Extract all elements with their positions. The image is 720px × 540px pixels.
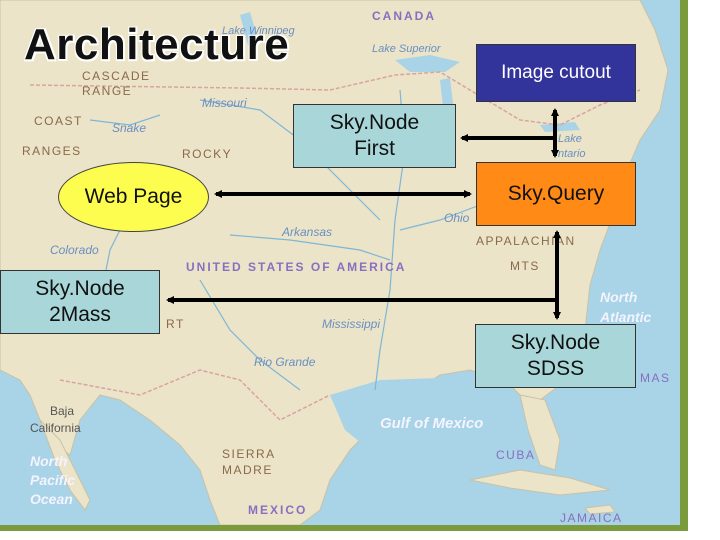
label-snake: Snake	[112, 121, 146, 135]
label-rio-grande: Rio Grande	[254, 355, 316, 369]
label-pacific-2: Pacific	[30, 472, 75, 488]
gulf-of-mexico	[330, 378, 528, 460]
map-labels: CANADA Lake Winnipeg Lake Superior CASCA…	[22, 9, 671, 525]
ohio-river	[399, 204, 481, 231]
label-lake-superior: Lake Superior	[372, 43, 442, 55]
web-page-label: Web Page	[84, 185, 183, 208]
label-north: North	[600, 289, 637, 305]
web-page-node: Web Page	[58, 162, 209, 232]
label-atlantic: Atlantic	[599, 309, 652, 325]
jamaica	[584, 504, 616, 515]
label-ontario: ntario	[558, 148, 586, 160]
label-california: California	[30, 421, 81, 435]
skynode-2mass-label: Sky.Node 2Mass	[35, 277, 125, 326]
label-jamaica: JAMAICA	[560, 511, 623, 525]
lake-winnipeg	[240, 12, 258, 45]
rio-grande	[199, 279, 301, 391]
label-usa: UNITED STATES OF AMERICA	[186, 260, 406, 274]
label-rt: RT	[166, 317, 185, 331]
label-ohio: Ohio	[444, 211, 470, 225]
label-baja: Baja	[50, 404, 74, 418]
slide-title: Architecture	[24, 20, 290, 69]
cuba	[469, 469, 611, 496]
label-mts: MTS	[510, 259, 540, 273]
label-coast: COAST	[34, 114, 83, 128]
arkansas-river	[229, 234, 391, 261]
label-range: RANGE	[82, 84, 132, 98]
label-appalachian: APPALACHIAN	[476, 234, 576, 248]
label-rocky: ROCKY	[182, 147, 232, 161]
label-cuba: CUBA	[496, 448, 535, 462]
canada-us-border	[29, 71, 641, 126]
skynode-2mass-node: Sky.Node 2Mass	[0, 270, 160, 334]
label-sierra: SIERRA	[222, 447, 276, 461]
skyquery-node: Sky.Query	[476, 162, 636, 226]
label-lake: Lake	[558, 133, 582, 145]
snake-river	[89, 114, 161, 126]
label-ranges: RANGES	[22, 144, 82, 158]
label-lake-winnipeg: Lake Winnipeg	[222, 25, 296, 37]
label-colorado: Colorado	[50, 243, 99, 257]
image-cutout-label: Image cutout	[501, 62, 611, 83]
connectors	[166, 108, 561, 320]
label-mississippi: Mississippi	[322, 317, 380, 331]
label-pacific-1: North	[30, 453, 67, 469]
slide-frame-right	[680, 0, 688, 525]
slide-frame-bottom	[0, 525, 688, 531]
image-cutout-node: Image cutout	[476, 44, 636, 102]
skynode-sdss-label: Sky.Node SDSS	[510, 331, 601, 380]
baja-california	[39, 419, 91, 511]
label-gulf-of-mexico: Gulf of Mexico	[380, 415, 483, 432]
label-mexico: MEXICO	[248, 503, 307, 517]
label-missouri: Missouri	[202, 96, 247, 110]
label-canada: CANADA	[372, 9, 436, 23]
label-arkansas: Arkansas	[281, 225, 332, 239]
skynode-first-label: Sky.Node First	[329, 111, 420, 160]
label-bahamas: MAS	[640, 371, 671, 385]
lake-superior	[395, 55, 460, 72]
skynode-first-node: Sky.Node First	[293, 104, 456, 168]
label-cascade: CASCADE	[82, 69, 151, 83]
skyquery-label: Sky.Query	[507, 182, 605, 205]
label-pacific-3: Ocean	[30, 491, 73, 507]
us-mexico-border	[59, 369, 331, 421]
label-madre: MADRE	[222, 463, 273, 477]
skynode-sdss-node: Sky.Node SDSS	[475, 324, 636, 388]
